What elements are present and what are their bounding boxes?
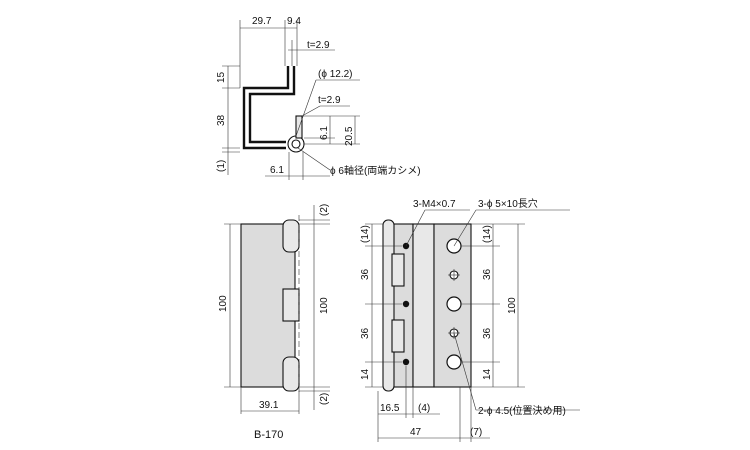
- dim-7: (7): [470, 427, 482, 438]
- dim-15: 15: [216, 71, 227, 83]
- dim-4: (4): [418, 403, 430, 414]
- dim-right-14-bottom: 14: [482, 368, 493, 380]
- dim-2-top: (2): [319, 204, 330, 216]
- hinge-profile: [242, 66, 290, 150]
- dim-pin-dia: (ϕ 12.2): [318, 69, 353, 80]
- dim-100-left: 100: [218, 295, 229, 312]
- dim-right-36-b: 36: [482, 327, 493, 339]
- dim-hole-view-100: 100: [507, 297, 518, 314]
- dim-2-bottom: (2): [319, 393, 330, 405]
- middle-leaf: [412, 223, 435, 388]
- hole-view: 3-M4×0.7 3-ϕ 5×10長穴 2-ϕ 4.5(位置決め用) (14) …: [360, 197, 580, 442]
- dim-left-14-bottom: 14: [360, 368, 371, 380]
- leader-pin-dia: [295, 79, 317, 137]
- hinge-profile-inner: [248, 66, 296, 144]
- model-label: B-170: [254, 429, 283, 441]
- dim-47: 47: [410, 427, 422, 438]
- side-view: 29.7 9.4 t=2.9 15 38 (1) (ϕ 12.2) t=2.9: [216, 16, 421, 180]
- knuckle-cutout-2: [391, 319, 405, 353]
- dim-100-right: 100: [319, 297, 330, 314]
- dim-1: (1): [216, 160, 227, 172]
- leader-tap: [405, 209, 426, 247]
- dim-16-5: 16.5: [380, 403, 400, 414]
- knuckle-bottom: [282, 356, 300, 392]
- leader-pin-note: [297, 147, 331, 171]
- leader-slot: [453, 209, 477, 247]
- callout-tap: 3-M4×0.7: [413, 199, 456, 210]
- dim-39-1: 39.1: [259, 400, 279, 411]
- dim-6-1-horiz: 6.1: [270, 165, 284, 176]
- left-leaf: [391, 223, 414, 388]
- knuckle-mid: [282, 288, 300, 322]
- callout-slot: 3-ϕ 5×10長穴: [478, 197, 538, 210]
- dim-left-36-b: 36: [360, 327, 371, 339]
- knuckle-top: [282, 219, 300, 253]
- dim-20-5: 20.5: [344, 126, 355, 146]
- leader-pin: [453, 332, 477, 411]
- dim-left-36-a: 36: [360, 268, 371, 280]
- tap-hole-3: [402, 358, 410, 366]
- pin-circle: [291, 139, 301, 149]
- dim-38: 38: [216, 114, 227, 126]
- slot-3: [446, 354, 462, 370]
- dim-9-4: 9.4: [287, 16, 301, 27]
- callout-pin: 2-ϕ 4.5(位置決め用): [478, 404, 566, 417]
- pin-note: ϕ 6軸径(両端カシメ): [330, 164, 421, 177]
- dim-29-7: 29.7: [252, 16, 272, 27]
- dim-6-1-vert: 6.1: [319, 126, 330, 140]
- knuckle-cutout-1: [391, 253, 405, 287]
- dim-left-14-top: (14): [360, 225, 371, 243]
- leader-t-mid: [301, 105, 321, 117]
- knuckle-strip: [382, 219, 395, 392]
- slot-2: [446, 296, 462, 312]
- dim-right-14-top: (14): [482, 225, 493, 243]
- dim-t-top: t=2.9: [307, 40, 330, 51]
- dim-t-mid: t=2.9: [318, 95, 341, 106]
- front-view: 100 100 (2) (2) 39.1 B-170: [218, 204, 330, 441]
- dim-right-36-a: 36: [482, 268, 493, 280]
- tap-hole-2: [402, 300, 410, 308]
